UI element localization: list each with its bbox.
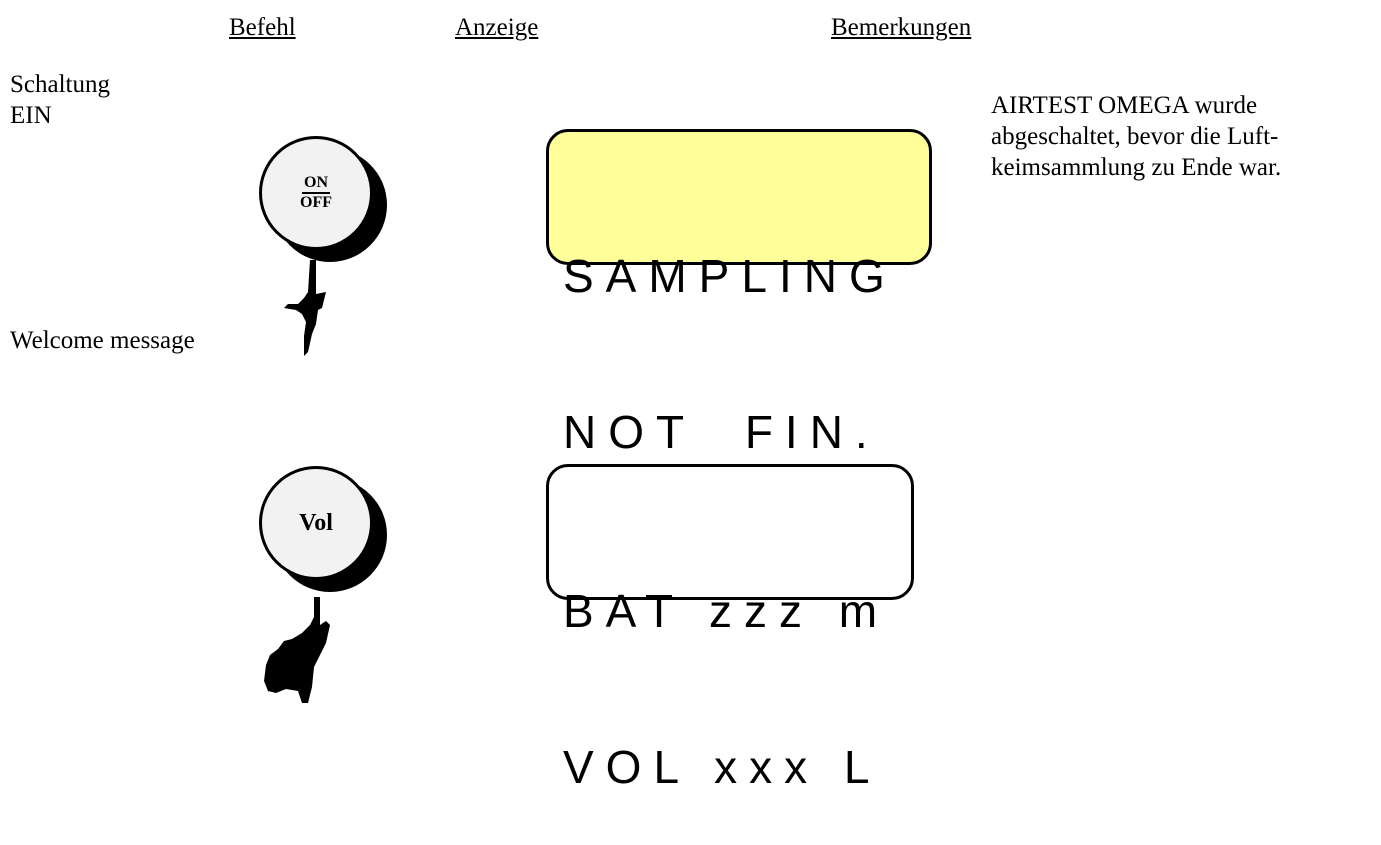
switch-label-line1: Schaltung [10, 71, 110, 98]
lcd-line-1: SAMPLING [563, 250, 897, 302]
remarks-line2: abgeschaltet, bevor die Luft- [991, 123, 1279, 150]
vol-button-label: Vol [259, 466, 373, 580]
pointing-hand-icon [264, 597, 330, 703]
remarks-text: AIRTEST OMEGA wurde abgeschaltet, bevor … [991, 90, 1281, 183]
onoff-off-text: OFF [300, 194, 332, 211]
header-remarks: Bemerkungen [831, 14, 972, 41]
lcd-line-1: BAT zzz m [563, 585, 890, 637]
switch-label-line2: EIN [10, 102, 52, 129]
header-display: Anzeige [455, 14, 539, 41]
welcome-label: Welcome message [10, 327, 195, 354]
onoff-button[interactable]: ON OFF [259, 136, 394, 276]
onoff-button-label: ON OFF [259, 136, 373, 250]
lcd-display-battery-volume: BAT zzz m VOL xxx L [546, 464, 914, 793]
lcd-line-2: VOL xxx L [563, 741, 882, 793]
vol-button[interactable]: Vol [259, 466, 394, 606]
header-command: Befehl [229, 14, 296, 41]
lcd-display-sampling: SAMPLING NOT FIN. [546, 129, 932, 458]
pointing-hand-icon [284, 260, 326, 356]
lcd-line-2: NOT FIN. [563, 406, 880, 458]
switch-label: Schaltung EIN [10, 69, 110, 131]
vol-button-face [259, 466, 373, 580]
onoff-on-text: ON [302, 174, 330, 194]
remarks-line3: keimsammlung zu Ende war. [991, 154, 1282, 181]
remarks-line1: AIRTEST OMEGA wurde [991, 92, 1258, 119]
vol-text: Vol [299, 509, 333, 536]
